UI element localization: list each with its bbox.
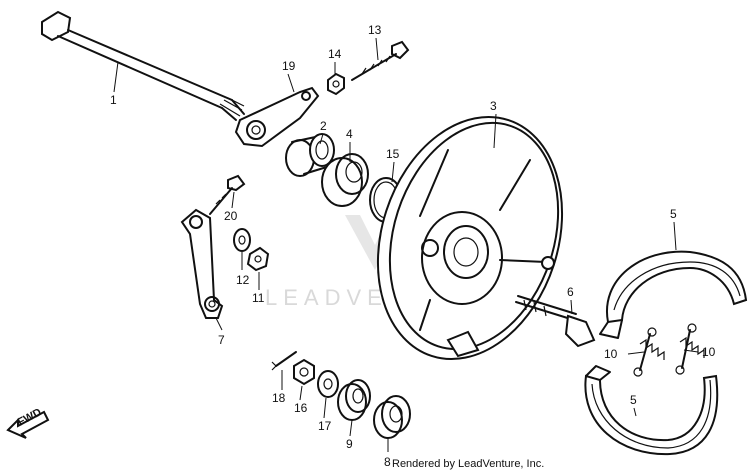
- callout-20: 20: [224, 209, 238, 223]
- callout-15: 15: [386, 147, 400, 161]
- callout-6: 6: [567, 285, 574, 299]
- callout-1: 1: [110, 93, 117, 107]
- washer-part-17[interactable]: [317, 370, 339, 398]
- washer-part-12[interactable]: [233, 228, 251, 252]
- torque-arm-part-19[interactable]: [234, 86, 320, 148]
- brake-shoe-upper-part-5[interactable]: [599, 250, 748, 339]
- callout-3: 3: [490, 99, 497, 113]
- spacer-part-9[interactable]: [337, 379, 371, 421]
- callout-17: 17: [318, 419, 332, 433]
- callout-14: 14: [328, 47, 342, 61]
- brake-shoe-lower-part-5[interactable]: [584, 365, 719, 456]
- credit-text: Rendered by LeadVenture, Inc.: [392, 458, 544, 470]
- nut-part-14[interactable]: [327, 72, 345, 96]
- callout-11: 11: [252, 291, 265, 305]
- callout-7: 7: [218, 333, 225, 347]
- spacer-part-8[interactable]: [373, 395, 411, 439]
- callout-19: 19: [282, 59, 296, 73]
- callout-5-upper: 5: [670, 207, 677, 221]
- callout-9: 9: [346, 437, 353, 451]
- return-spring-right-part-10[interactable]: [675, 323, 705, 375]
- brake-arm-part-7[interactable]: [180, 208, 224, 319]
- return-spring-left-part-10[interactable]: [633, 327, 665, 377]
- forward-arrow-icon: [6, 410, 50, 439]
- dust-seal-part-4[interactable]: [321, 153, 369, 207]
- axle-part-1[interactable]: [41, 10, 245, 121]
- brake-cam-part-6[interactable]: [515, 295, 596, 348]
- callout-5-lower: 5: [630, 393, 637, 407]
- callout-13: 13: [368, 23, 382, 37]
- brake-panel-part-3[interactable]: [348, 93, 592, 383]
- bolt-part-13[interactable]: [351, 40, 410, 81]
- callout-4: 4: [346, 127, 353, 141]
- callout-10-right: 10: [702, 345, 716, 359]
- callout-8: 8: [384, 455, 391, 469]
- nut-part-11[interactable]: [246, 246, 270, 272]
- axle-nut-part-16[interactable]: [293, 358, 315, 386]
- callout-18: 18: [272, 391, 286, 405]
- leader-lines: [113, 37, 699, 452]
- callout-16: 16: [294, 401, 308, 415]
- cotter-pin-part-18[interactable]: [271, 351, 297, 371]
- callout-2: 2: [320, 119, 327, 133]
- bolt-part-20[interactable]: [209, 174, 246, 215]
- callout-12: 12: [236, 273, 250, 287]
- callout-10-left: 10: [604, 347, 618, 361]
